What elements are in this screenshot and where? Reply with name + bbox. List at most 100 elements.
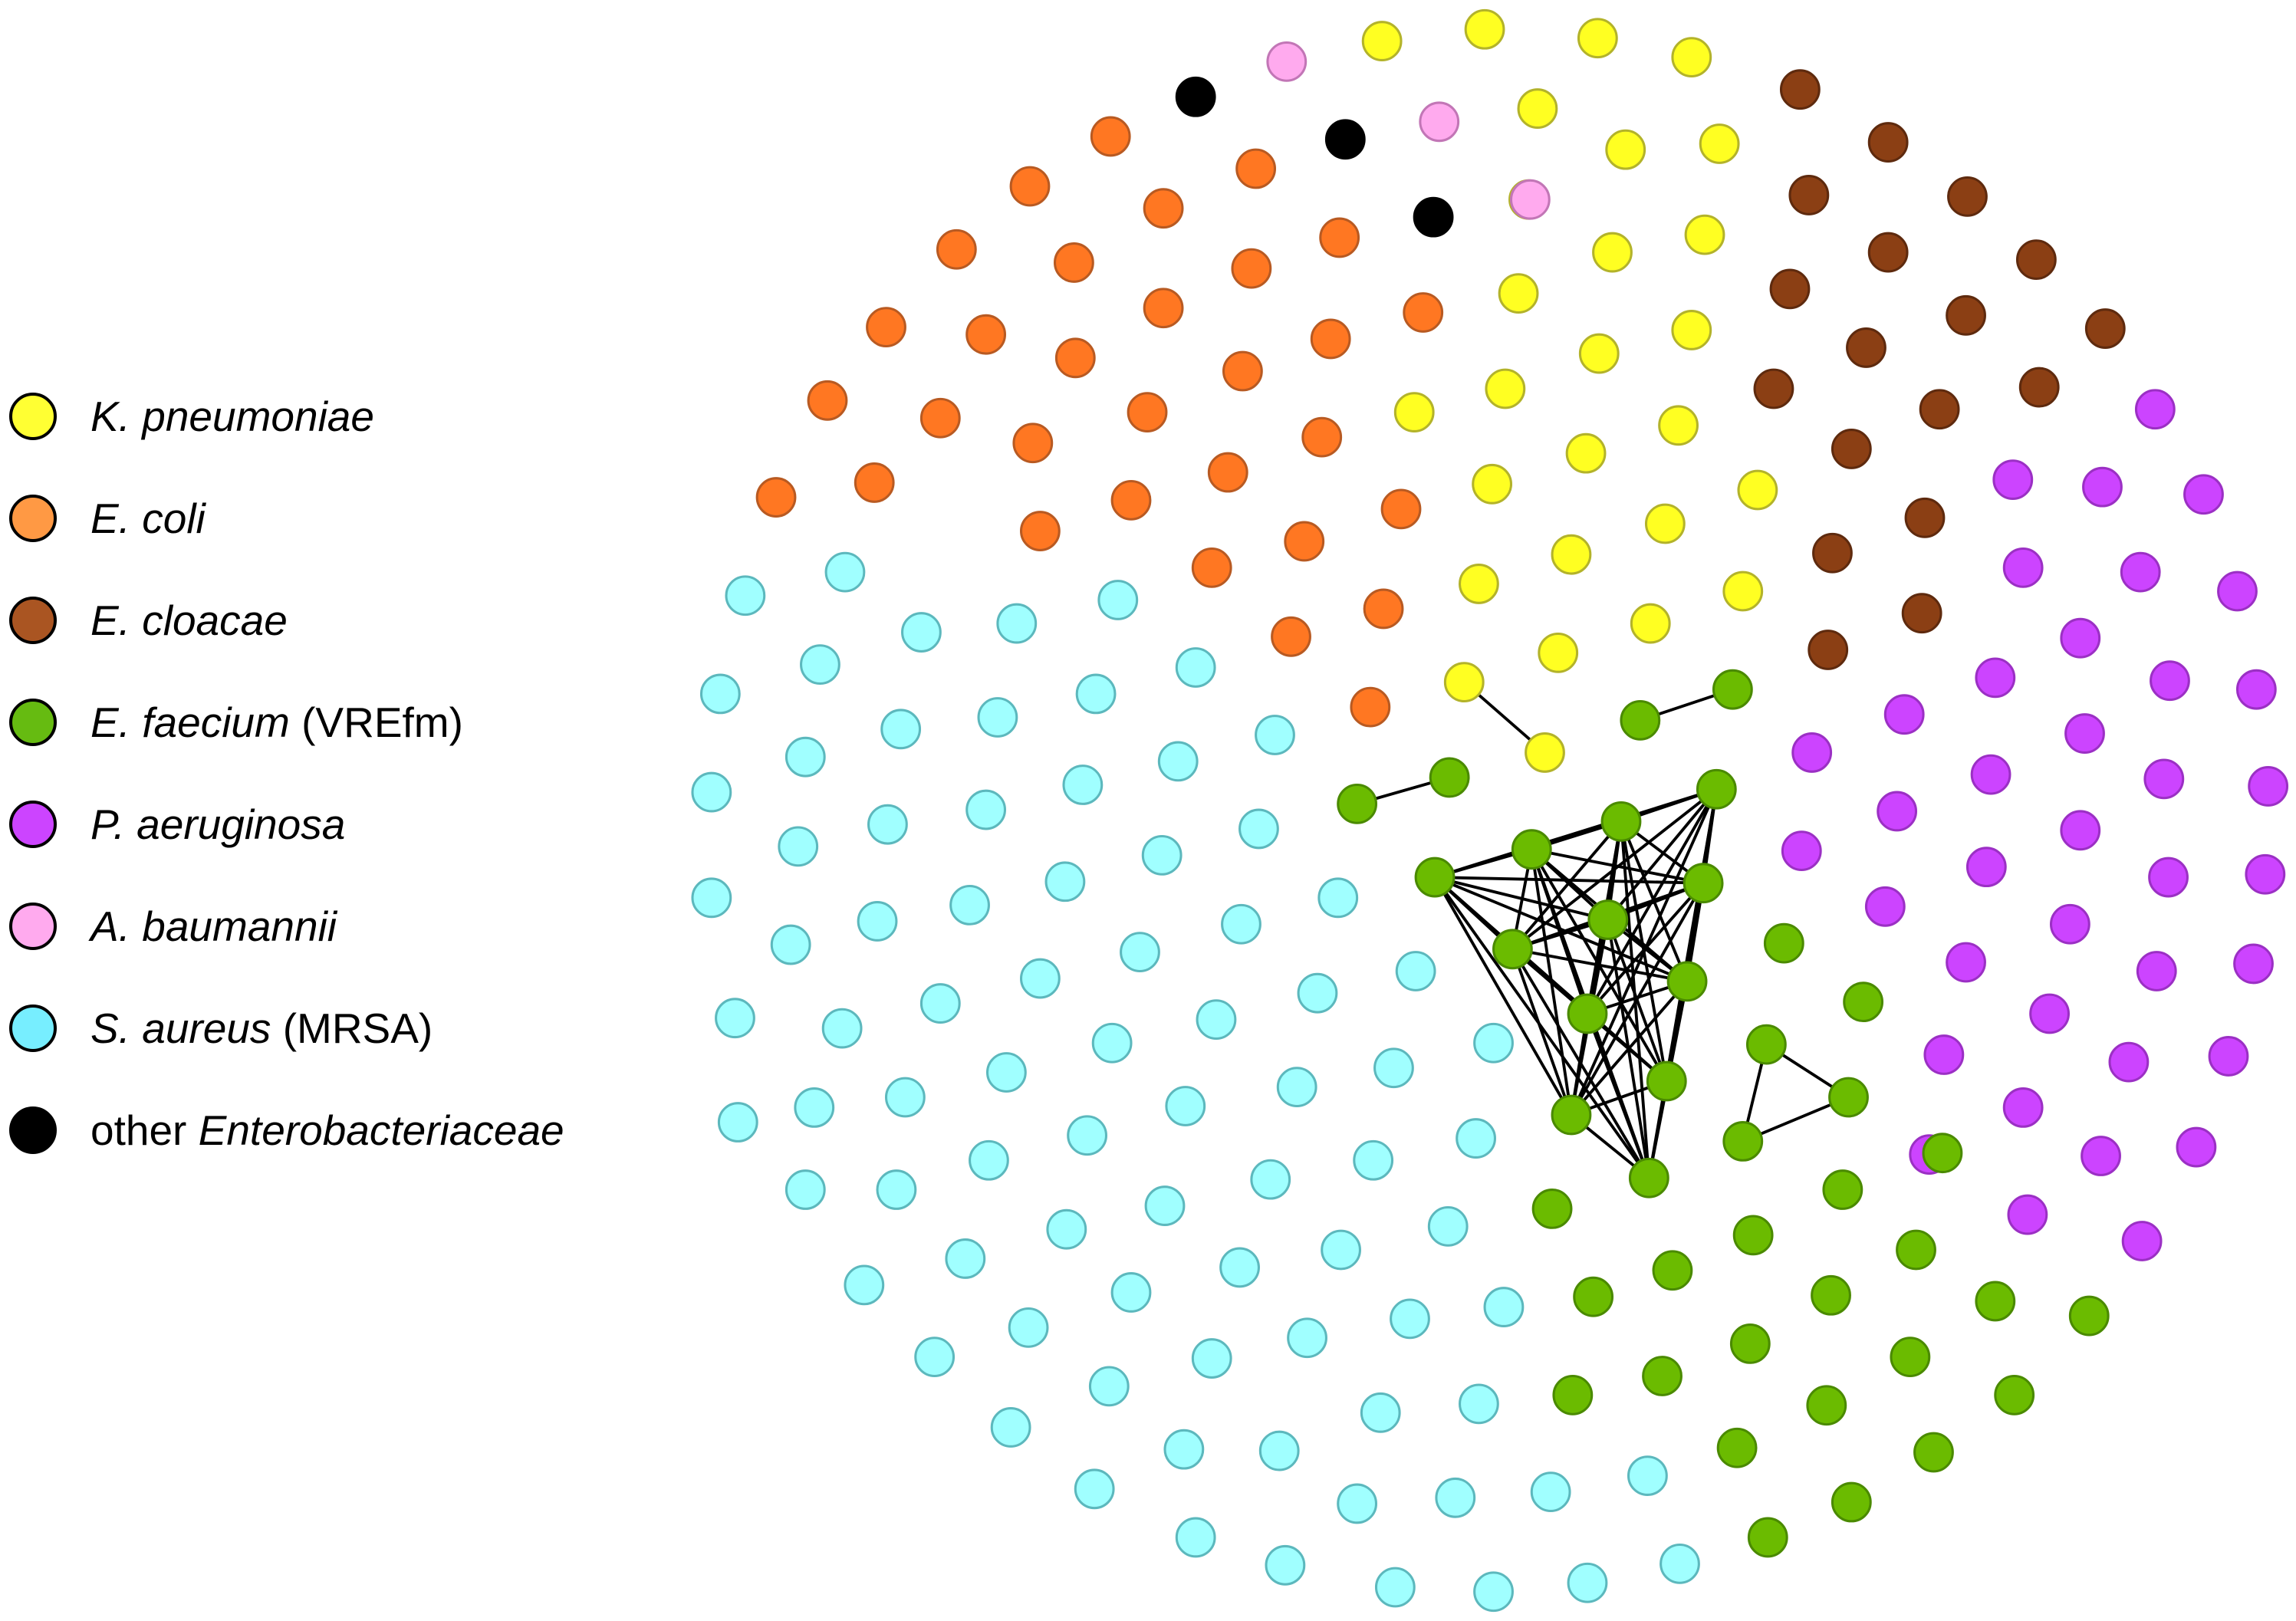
node-p-aeruginosa	[1781, 830, 1822, 872]
node-s-aureus	[844, 1264, 885, 1306]
node-s-aureus	[1276, 1067, 1317, 1108]
node-e-coli	[1222, 350, 1263, 392]
node-p-aeruginosa	[2060, 810, 2101, 851]
node-e-coli	[1191, 547, 1232, 588]
node-s-aureus	[1483, 1287, 1525, 1327]
node-e-coli	[1403, 292, 1444, 333]
node-p-aeruginosa	[2134, 389, 2176, 430]
node-s-aureus	[1373, 1047, 1414, 1089]
node-k-pneumoniae	[1605, 129, 1646, 170]
node-s-aureus	[1627, 1455, 1668, 1496]
node-e-faecium	[1913, 1432, 1954, 1473]
node-e-faecium	[1831, 1481, 1872, 1523]
node-s-aureus	[794, 1087, 835, 1128]
node-p-aeruginosa	[1970, 754, 2011, 795]
node-e-faecium	[1745, 1024, 1787, 1065]
legend-swatch-other-enterobacteriaceae	[9, 1106, 57, 1154]
node-s-aureus	[969, 1139, 1009, 1181]
node-s-aureus	[1091, 1022, 1133, 1064]
node-s-aureus	[1435, 1477, 1476, 1518]
node-s-aureus	[1297, 972, 1338, 1014]
nodes	[691, 8, 2289, 1613]
node-k-pneumoniae	[1393, 392, 1435, 432]
node-e-coli	[1231, 248, 1272, 289]
node-e-faecium	[1722, 1121, 1764, 1162]
node-k-pneumoniae	[1577, 18, 1618, 59]
node-s-aureus	[1238, 808, 1279, 850]
node-s-aureus	[996, 603, 1038, 644]
node-s-aureus	[1258, 1430, 1300, 1471]
node-p-aeruginosa	[2148, 857, 2189, 898]
node-e-cloacae	[1846, 327, 1886, 368]
node-other-enterobacteriaceae	[1324, 119, 1366, 160]
node-k-pneumoniae	[1671, 37, 1712, 78]
node-s-aureus	[1074, 1468, 1115, 1510]
node-e-cloacae	[1779, 69, 1821, 110]
legend-label: P. aeruginosa	[90, 801, 346, 848]
node-k-pneumoniae	[1459, 564, 1499, 604]
node-s-aureus	[1044, 861, 1086, 903]
node-e-faecium	[1696, 768, 1737, 810]
node-p-aeruginosa	[2176, 1126, 2217, 1168]
node-s-aureus	[1265, 1544, 1306, 1586]
node-s-aureus	[1067, 1115, 1108, 1156]
node-p-aeruginosa	[2245, 853, 2286, 895]
legend-item-k-pneumoniae: K. pneumoniae	[6, 383, 681, 485]
node-k-pneumoniae	[1684, 214, 1725, 255]
node-e-cloacae	[1867, 232, 1909, 273]
node-s-aureus	[717, 1102, 758, 1143]
node-k-pneumoniae	[1722, 570, 1764, 612]
node-e-coli	[1271, 616, 1311, 657]
node-e-cloacae	[1788, 175, 1830, 215]
node-e-coli	[936, 229, 977, 270]
node-s-aureus	[1473, 1022, 1514, 1064]
node-s-aureus	[1175, 647, 1216, 688]
node-p-aeruginosa	[2183, 474, 2224, 515]
node-s-aureus	[1337, 1483, 1378, 1524]
node-e-coli	[1009, 166, 1051, 207]
node-e-cloacae	[1901, 593, 1942, 634]
legend-label: E. cloacae	[90, 597, 288, 644]
node-k-pneumoniae	[1525, 732, 1565, 773]
node-e-coli	[1284, 521, 1325, 562]
node-k-pneumoniae	[1361, 21, 1403, 61]
node-p-aeruginosa	[1883, 694, 1925, 735]
node-e-faecium	[1896, 1229, 1936, 1271]
node-s-aureus	[1046, 1208, 1087, 1250]
legend-label: E. faecium (VREfm)	[90, 699, 463, 746]
node-e-faecium	[1552, 1374, 1594, 1415]
node-s-aureus	[1075, 673, 1117, 715]
node-s-aureus	[1062, 764, 1104, 805]
node-s-aureus	[1360, 1392, 1401, 1433]
node-e-faecium	[1683, 863, 1724, 904]
legend-item-other-enterobacteriaceae: other Enterobacteriaceae	[6, 1097, 681, 1199]
node-e-faecium	[1492, 929, 1533, 970]
legend-swatch-p-aeruginosa	[9, 801, 57, 848]
node-p-aeruginosa	[1946, 942, 1986, 983]
legend-swatch-e-faecium	[9, 699, 57, 746]
node-s-aureus	[1530, 1471, 1571, 1513]
network-edge	[1531, 847, 1704, 885]
node-p-aeruginosa	[2049, 903, 2090, 945]
legend-item-p-aeruginosa: P. aeruginosa	[6, 791, 681, 893]
node-k-pneumoniae	[1498, 273, 1539, 314]
node-s-aureus	[1390, 1298, 1430, 1340]
node-p-aeruginosa	[2029, 993, 2071, 1034]
node-k-pneumoniae	[1464, 8, 1505, 50]
node-s-aureus	[1196, 999, 1237, 1041]
node-p-aeruginosa	[2002, 547, 2044, 588]
node-e-faecium	[1843, 981, 1884, 1023]
node-e-faecium	[1666, 961, 1708, 1002]
node-p-aeruginosa	[2060, 617, 2101, 659]
node-e-coli	[1110, 479, 1152, 521]
node-e-cloacae	[1812, 532, 1853, 574]
network-edge	[1512, 947, 1688, 983]
node-k-pneumoniae	[1592, 232, 1633, 273]
node-e-coli	[1380, 488, 1422, 530]
node-p-aeruginosa	[2007, 1194, 2048, 1235]
node-p-aeruginosa	[2121, 1221, 2163, 1261]
node-s-aureus	[919, 983, 961, 1024]
node-s-aureus	[977, 697, 1018, 738]
node-s-aureus	[785, 1169, 826, 1210]
node-e-coli	[1310, 318, 1351, 360]
